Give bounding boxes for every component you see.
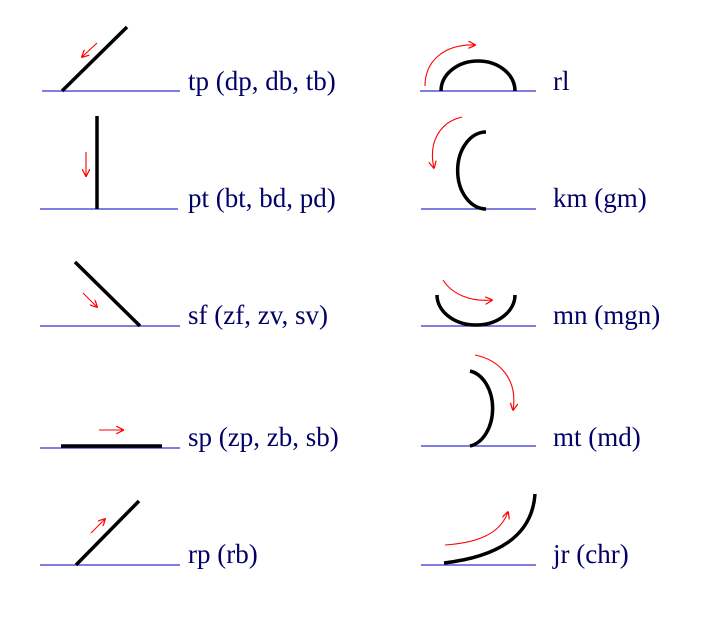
- stroke-arc: [439, 59, 517, 92]
- stroke-sf: sf (zf, zv, sv): [40, 260, 328, 330]
- stroke-label: tp (dp, db, tb): [188, 66, 336, 96]
- stroke-arc: [455, 130, 487, 211]
- stroke-label: jr (chr): [552, 539, 629, 569]
- direction-arrow-icon: [82, 292, 97, 307]
- stroke-label: sf (zf, zv, sv): [188, 300, 328, 330]
- stroke-arc: [469, 369, 495, 448]
- direction-arrow-icon: [82, 42, 98, 57]
- stroke-curve: [443, 493, 537, 565]
- stroke-pt: pt (bt, bd, pd): [40, 116, 336, 213]
- stroke-mn: mn (mgn): [421, 279, 660, 330]
- stroke-label: mn (mgn): [553, 300, 660, 330]
- stroke-km: km (gm): [421, 116, 647, 213]
- stroke-label: rl: [553, 66, 570, 96]
- direction-arrow-icon: [444, 512, 508, 546]
- stroke-line: [73, 260, 142, 328]
- stroke-label: mt (md): [553, 422, 641, 452]
- stroke-arc: [435, 294, 517, 327]
- stroke-line: [74, 499, 141, 567]
- stroke-label: sp (zp, zb, sb): [188, 422, 339, 452]
- direction-arrow-icon: [90, 519, 105, 534]
- direction-arrow-icon: [442, 279, 492, 300]
- stroke-rp: rp (rb): [40, 499, 258, 569]
- stroke-rl: rl: [420, 45, 570, 96]
- stroke-jr: jr (chr): [421, 493, 629, 569]
- stroke-tp: tp (dp, db, tb): [42, 25, 336, 96]
- stroke-sp: sp (zp, zb, sb): [40, 422, 339, 452]
- stroke-label: pt (bt, bd, pd): [188, 183, 336, 213]
- stroke-label: rp (rb): [188, 539, 258, 569]
- direction-arrow-icon: [424, 45, 475, 87]
- stroke-mt: mt (md): [421, 354, 641, 452]
- direction-arrow-icon: [432, 116, 463, 168]
- direction-arrow-icon: [474, 354, 514, 410]
- stroke-line: [60, 25, 129, 93]
- stroke-label: km (gm): [553, 183, 647, 213]
